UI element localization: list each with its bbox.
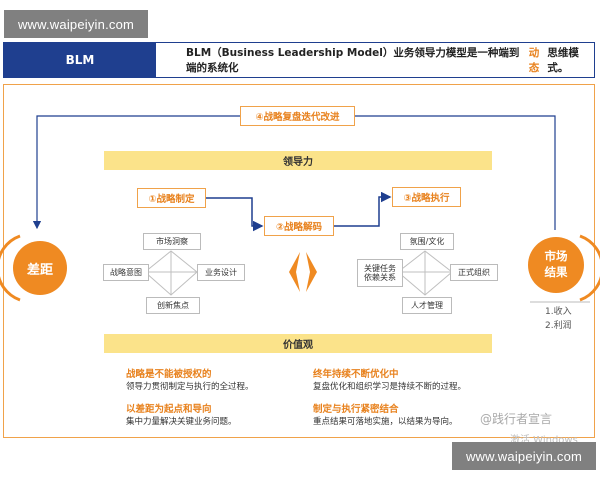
definition-highlight: 动态 — [528, 47, 540, 74]
leadership-band: 领导力 — [104, 151, 492, 170]
step1-to-step2-arrow — [206, 197, 264, 232]
blm-header-bar: BLM BLM（Business Leadership Model）业务领导力模… — [3, 42, 595, 78]
climate-culture-box: 氛围/文化 — [400, 233, 454, 250]
value-desc-2: 复盘优化和组织学习是持续不断的过程。 — [313, 382, 467, 392]
value-title-4: 制定与执行紧密结合 — [313, 404, 399, 415]
market-insight-box: 市场洞察 — [143, 233, 201, 250]
value-desc-3: 集中力量解决关键业务问题。 — [126, 417, 237, 427]
watermark-site-bottom: www.waipeiyin.com — [452, 442, 596, 470]
values-band: 价值观 — [104, 334, 492, 353]
step2-to-step3-arrow — [334, 191, 392, 227]
definition-text-end: 思维模式。 — [547, 47, 579, 74]
market-result-circle: 市场 结果 — [528, 237, 584, 293]
value-title-1: 战略是不能被授权的 — [126, 369, 212, 380]
windows-activation-text: 激活 Windows — [510, 435, 578, 446]
execution-diamond — [397, 250, 453, 296]
loop-arrow-left — [32, 115, 240, 230]
business-design-box: 业务设计 — [197, 264, 245, 281]
blm-definition: BLM（Business Leadership Model）业务领导力模型是一种… — [156, 43, 594, 77]
blm-model-panel — [3, 84, 595, 438]
talent-management-box: 人才管理 — [402, 297, 452, 314]
blm-badge: BLM — [4, 43, 156, 77]
definition-text: BLM（Business Leadership Model）业务领导力模型是一种… — [186, 47, 520, 74]
strategic-intent-box: 战略意图 — [103, 264, 149, 281]
value-desc-1: 领导力贯彻制定与执行的全过程。 — [126, 382, 254, 392]
result-revenue: 1.收入 — [545, 307, 572, 317]
result-profit: 2.利润 — [545, 321, 572, 331]
step-3-box: ③战略执行 — [392, 187, 461, 207]
market-circle-ring — [579, 234, 600, 302]
value-title-3: 以差距为起点和导向 — [126, 404, 212, 415]
formal-organization-box: 正式组织 — [450, 264, 498, 281]
left-chevron-icon — [289, 252, 300, 292]
critical-tasks-box: 关键任务 依赖关系 — [357, 259, 403, 287]
step-2-box: ②战略解码 — [264, 216, 334, 236]
gap-circle: 差距 — [13, 241, 67, 295]
value-title-2: 终年持续不断优化中 — [313, 369, 399, 380]
right-chevron-icon — [306, 252, 317, 292]
loop-arrow-right — [355, 115, 556, 230]
watermark-site-top: www.waipeiyin.com — [4, 10, 148, 38]
social-watermark: @践行者宣言 — [480, 412, 553, 426]
loop-step-4-box: ④战略复盘迭代改进 — [240, 106, 355, 126]
innovation-focus-box: 创新焦点 — [146, 297, 200, 314]
gap-circle-ring — [0, 234, 21, 302]
value-desc-4: 重点结果可落地实施，以结果为导向。 — [313, 417, 458, 427]
strategy-diamond — [144, 250, 198, 296]
step-1-box: ①战略制定 — [137, 188, 206, 208]
